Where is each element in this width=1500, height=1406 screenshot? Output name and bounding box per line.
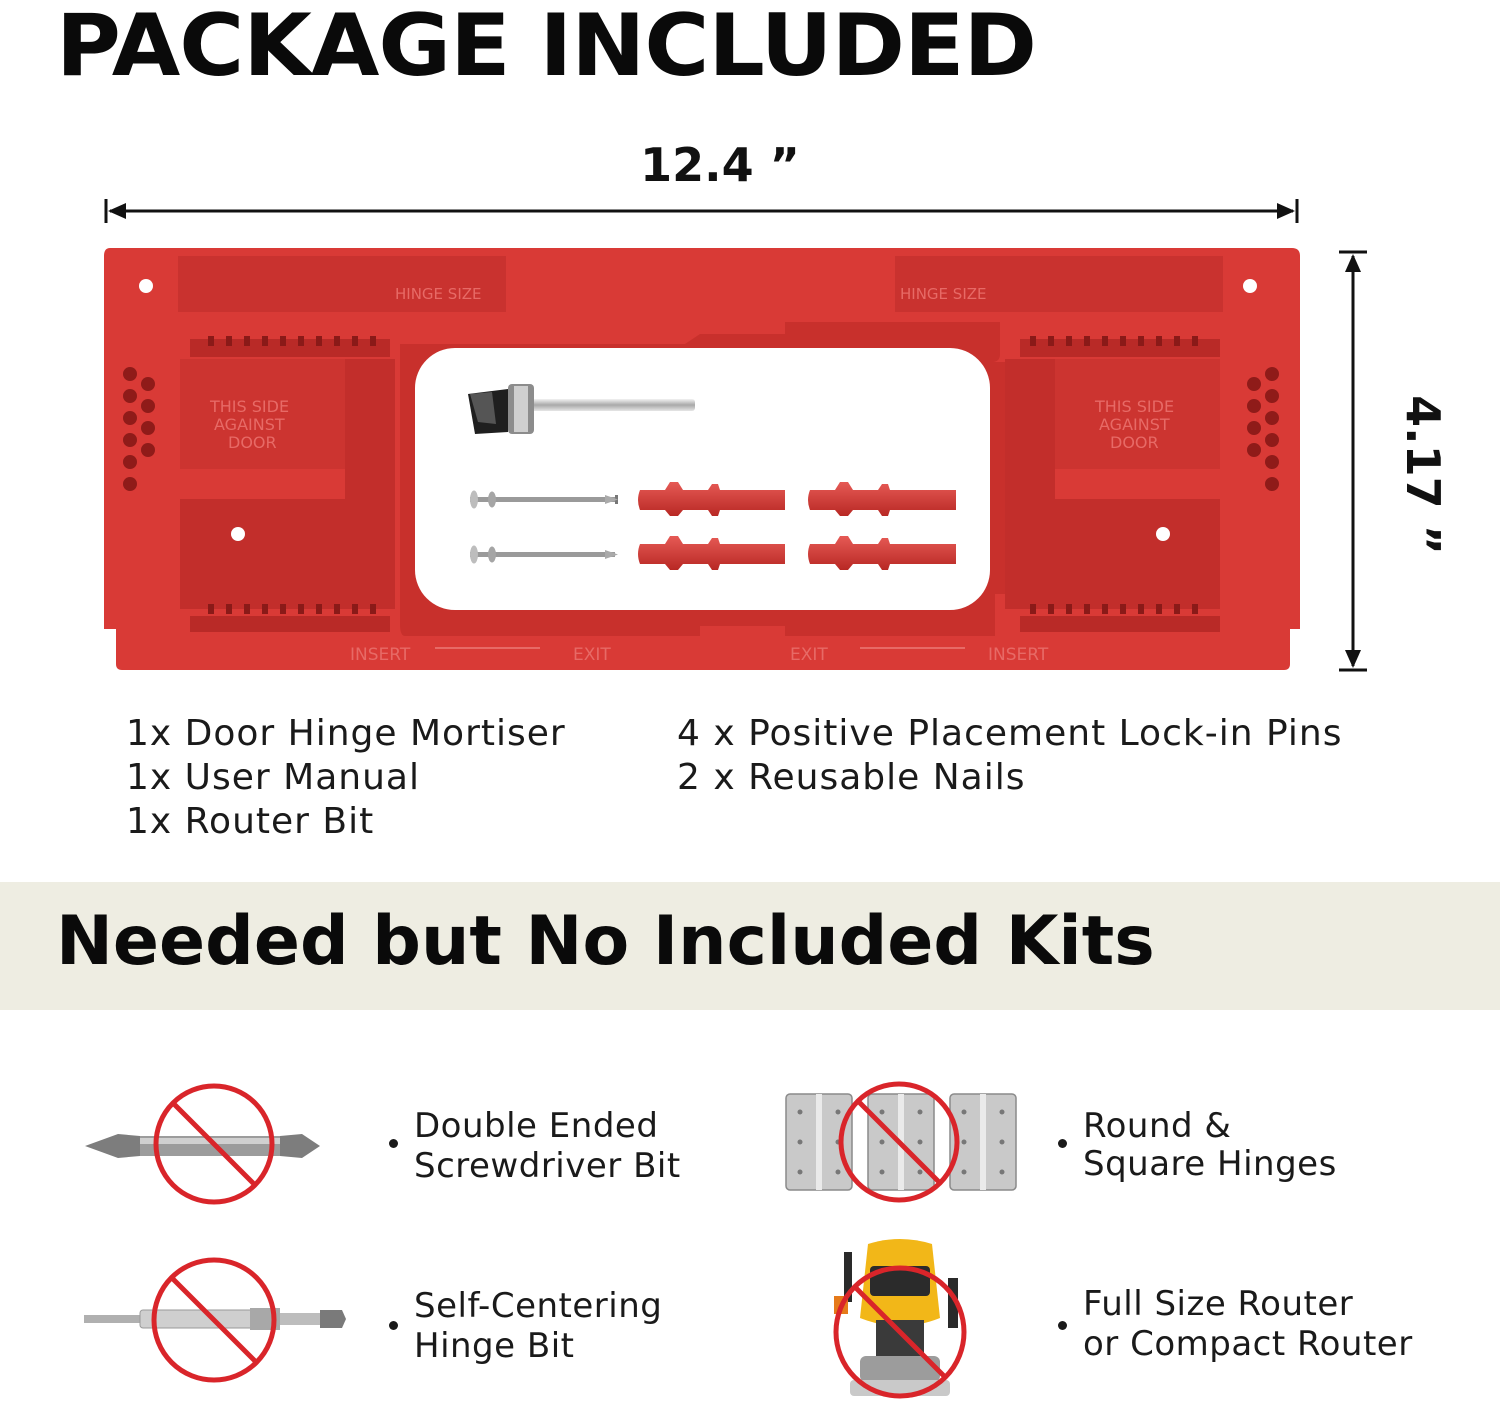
svg-text:HINGE SIZE: HINGE SIZE [395, 285, 482, 303]
svg-text:AGAINST: AGAINST [1099, 415, 1170, 434]
needed-section-band [0, 882, 1500, 1010]
included-item: 2 x Reusable Nails [677, 757, 1026, 798]
screwdriver-bit-icon [85, 1083, 320, 1205]
router-icon [833, 1239, 967, 1399]
jig-side-label-left: THIS SIDE [209, 397, 289, 416]
svg-text:INSERT: INSERT [988, 645, 1049, 665]
needed-item-label: Round & [1083, 1106, 1232, 1146]
bullet [1058, 1139, 1067, 1148]
needed-section-title: Needed but No Included Kits [56, 902, 1155, 981]
bullet [389, 1321, 398, 1330]
svg-text:EXIT: EXIT [573, 645, 611, 665]
svg-text:DOOR: DOOR [228, 433, 277, 452]
svg-text:EXIT: EXIT [790, 645, 828, 665]
included-item: 1x User Manual [126, 757, 420, 798]
hinge-mortiser-jig-image: THIS SIDE AGAINST DOOR THIS SIDE AGAINST… [104, 248, 1300, 670]
needed-item-label: Double Ended [414, 1106, 659, 1146]
width-dimension-arrow [104, 199, 1299, 223]
page-title: PACKAGE INCLUDED [56, 0, 1037, 96]
included-item: 4 x Positive Placement Lock-in Pins [677, 713, 1343, 754]
hinge-bit-icon [84, 1257, 346, 1383]
needed-item-label: Self-Centering [414, 1286, 663, 1326]
needed-item-label: Screwdriver Bit [414, 1146, 681, 1186]
reusable-nails-image [470, 490, 618, 564]
width-dimension-label: 12.4 ” [640, 138, 800, 192]
height-dimension-arrow [1339, 250, 1367, 672]
svg-text:INSERT: INSERT [350, 645, 411, 665]
included-item: 1x Router Bit [126, 801, 375, 842]
height-dimension-label: 4.17 ” [1396, 395, 1450, 555]
included-item: 1x Door Hinge Mortiser [126, 713, 566, 754]
hinges-icon [785, 1081, 1017, 1203]
needed-item-label: or Compact Router [1083, 1324, 1413, 1364]
svg-text:HINGE SIZE: HINGE SIZE [900, 285, 987, 303]
router-bit-image [468, 384, 695, 434]
svg-text:DOOR: DOOR [1110, 433, 1159, 452]
svg-text:AGAINST: AGAINST [214, 415, 285, 434]
needed-item-label: Hinge Bit [414, 1326, 575, 1366]
lock-in-pins-image [638, 482, 956, 570]
bullet [389, 1139, 398, 1148]
bullet [1058, 1321, 1067, 1330]
jig-side-label-right: THIS SIDE [1094, 397, 1174, 416]
needed-item-label: Full Size Router [1083, 1284, 1354, 1324]
needed-item-label: Square Hinges [1083, 1144, 1337, 1184]
